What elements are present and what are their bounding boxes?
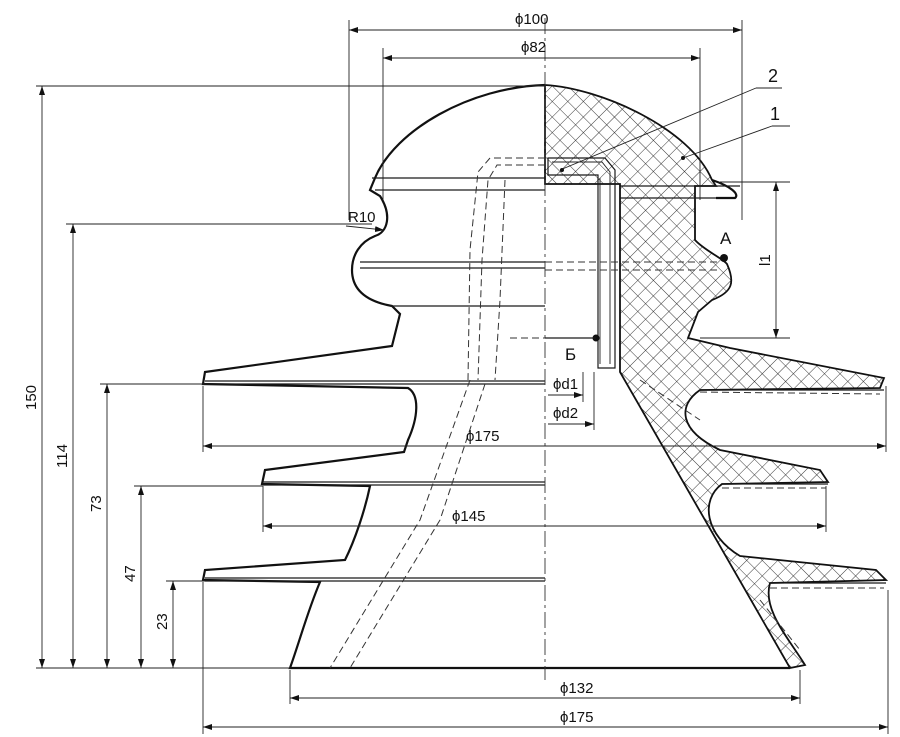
callout-2: 2 [768, 66, 778, 86]
dim-height-23: 23 [154, 613, 171, 630]
outer-silhouette [201, 83, 886, 670]
dim-height-114: 114 [54, 444, 71, 468]
dim-dia-100: ϕ100 [515, 11, 548, 28]
dim-dia-d2: ϕd2 [553, 405, 578, 422]
dim-dia-132: ϕ132 [560, 680, 593, 697]
dim-dia-175-upper: ϕ175 [466, 428, 499, 445]
point-a-marker [720, 254, 728, 262]
dim-height-73: 73 [88, 495, 105, 512]
dim-height-47: 47 [122, 565, 139, 582]
dim-dia-d1: ϕd1 [553, 376, 578, 393]
dimension-lines [36, 20, 889, 734]
hatched-section [544, 84, 889, 670]
dim-length-l1: l1 [757, 254, 774, 266]
label-point-b: Б [565, 345, 576, 364]
dim-radius: R10 [348, 209, 376, 226]
dim-height-150: 150 [23, 385, 40, 410]
callout-1: 1 [770, 104, 780, 124]
label-point-a: A [720, 229, 732, 248]
hidden-lines [329, 157, 884, 669]
dim-dia-175-lower: ϕ175 [560, 709, 593, 726]
dim-dia-82: ϕ82 [521, 39, 546, 56]
dim-dia-145: ϕ145 [452, 508, 485, 525]
